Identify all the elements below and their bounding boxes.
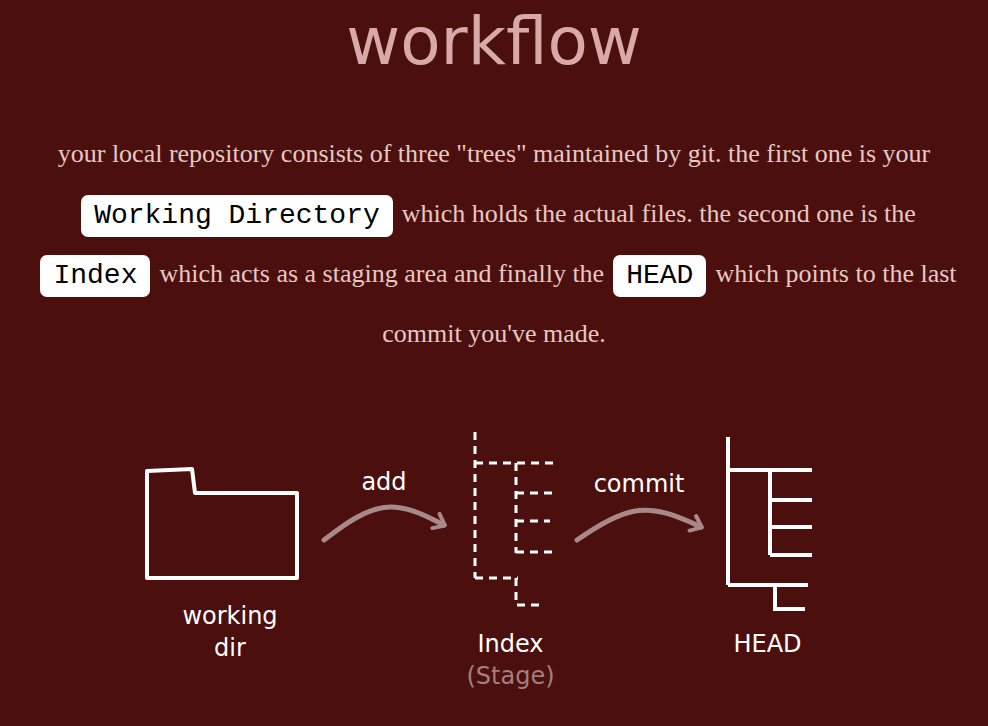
tree-branch	[516, 551, 558, 554]
tree-branch	[515, 463, 518, 553]
intro-paragraph: your local repository consists of three …	[14, 124, 974, 364]
code-chip: Index	[40, 255, 150, 297]
folder-icon	[147, 469, 297, 578]
tree-trunk	[474, 432, 477, 578]
folder-node: working dir	[140, 460, 320, 664]
flow-arrow	[577, 510, 701, 540]
paragraph-text: which holds the actual files. the second…	[402, 199, 916, 228]
node-sublabel: (Stage)	[466, 660, 554, 692]
node-label: Index	[477, 628, 543, 660]
code-chip: Working Directory	[81, 195, 393, 237]
page-title: workflow	[0, 0, 988, 84]
stage-tree-node: Index(Stage)	[448, 425, 573, 692]
tree-branch	[475, 577, 518, 580]
tree-branch	[768, 470, 772, 555]
tree-branch	[770, 525, 812, 529]
flow-arrow	[324, 507, 444, 540]
tree-branch	[516, 492, 558, 495]
edge-label: add	[357, 467, 410, 497]
code-chip: HEAD	[613, 255, 706, 297]
tree-branch	[728, 583, 808, 587]
node-label: working dir	[182, 600, 277, 664]
node-label: HEAD	[733, 628, 801, 660]
paragraph-text: your local repository consists of three …	[58, 139, 931, 168]
paragraph-text: which acts as a staging area and finally…	[159, 259, 604, 288]
tree-branch	[770, 553, 812, 557]
tree-trunk	[726, 437, 730, 585]
edge-label: commit	[590, 469, 689, 499]
tree-branch	[770, 498, 812, 502]
tree-branch	[775, 585, 805, 609]
head-tree-node: HEAD	[705, 425, 830, 660]
stage-tree	[475, 432, 558, 605]
tree-branch	[516, 520, 550, 523]
head-tree	[728, 437, 812, 609]
tree-branch	[516, 578, 545, 605]
